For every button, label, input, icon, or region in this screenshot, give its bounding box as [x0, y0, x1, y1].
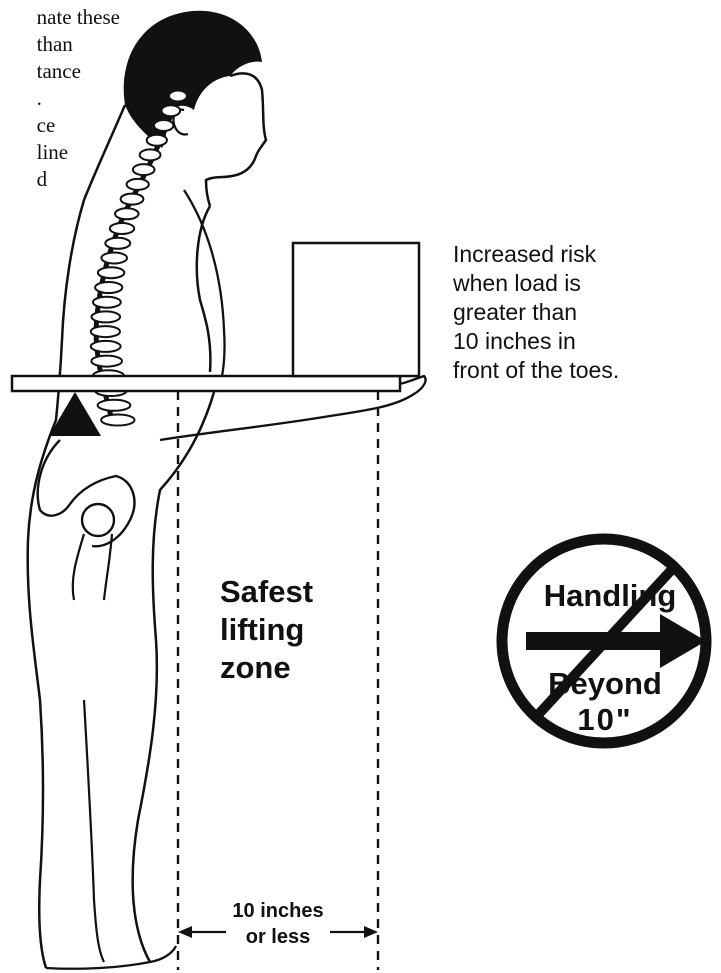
vertebra: [154, 120, 173, 131]
zone-label-line: zone: [220, 649, 380, 687]
vertebra: [110, 223, 134, 234]
zone-label-line: Safest: [220, 573, 380, 611]
vertebra: [91, 356, 122, 367]
vertebra: [127, 179, 149, 190]
vertebra: [169, 91, 187, 102]
vertebra: [92, 311, 121, 322]
risk-note-line: 10 inches in: [453, 327, 718, 356]
risk-note-line: when load is: [453, 269, 718, 298]
vertebra: [147, 135, 167, 146]
vertebra: [140, 149, 161, 160]
vertebra: [98, 400, 131, 411]
vertebra: [95, 282, 122, 293]
head-outline: [206, 73, 266, 206]
vertebra: [101, 415, 134, 426]
distance-label-line: 10 inches: [186, 898, 370, 924]
vertebra: [121, 194, 144, 205]
back-outline: [28, 105, 125, 968]
sign-text-middle: Beyond: [520, 666, 690, 702]
distance-label: 10 inches or less: [186, 898, 370, 950]
foot-outline: [46, 946, 176, 969]
hip-joint: [82, 504, 114, 536]
vertebra: [98, 267, 124, 278]
vertebra: [93, 297, 121, 308]
sign-text-bottom: 10": [540, 702, 670, 738]
safest-zone-label: Safest lifting zone: [220, 573, 380, 687]
zone-label-line: lifting: [220, 611, 380, 649]
load-platform: [12, 376, 400, 391]
vertebra: [101, 253, 127, 264]
vertebra: [91, 341, 121, 352]
risk-note-line: front of the toes.: [453, 356, 718, 385]
vertebra: [133, 164, 155, 175]
load-box: [293, 243, 419, 376]
risk-note: Increased risk when load is greater than…: [453, 240, 718, 385]
vertebra: [105, 238, 130, 249]
hair-shape: [124, 11, 262, 148]
vertebra: [115, 208, 139, 219]
vertebra: [91, 326, 120, 337]
vertebra: [162, 105, 181, 116]
front-torso-outline: [133, 206, 214, 962]
risk-note-line: Increased risk: [453, 240, 718, 269]
leg-inner-outline: [84, 700, 104, 962]
distance-label-line: or less: [186, 924, 370, 950]
risk-note-line: greater than: [453, 298, 718, 327]
sign-text-top: Handling: [520, 578, 700, 614]
